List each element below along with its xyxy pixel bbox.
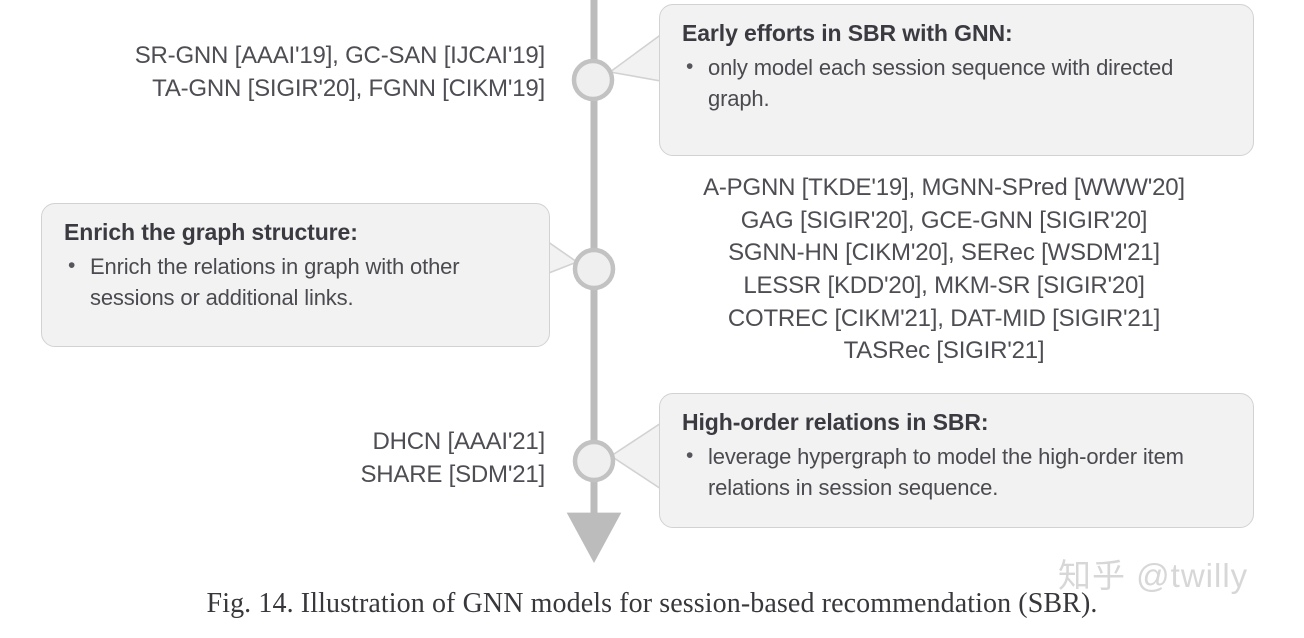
- callout-early-bullet-text: only model each session sequence with di…: [708, 54, 1174, 111]
- reference-line: GAG [SIGIR'20], GCE-GNN [SIGIR'20]: [740, 206, 1148, 234]
- reference-line: SHARE [SDM'21]: [360, 460, 545, 488]
- timeline-node-early[interactable]: [571, 58, 615, 102]
- callout-early-title: Early efforts in SBR with GNN:: [682, 20, 1013, 46]
- reference-line: SR-GNN [AAAI'19], GC-SAN [IJCAI'19]: [134, 42, 545, 69]
- references-high-order: DHCN [AAAI'21] SHARE [SDM'21]: [208, 426, 545, 491]
- callout-high-bullet-text: leverage hypergraph to model the high-or…: [708, 443, 1184, 500]
- reference-line: A-PGNN [TKDE'19], MGNN-SPred [WWW'20]: [703, 174, 1185, 201]
- timeline-node-high[interactable]: [572, 439, 616, 483]
- references-enrich-structure: A-PGNN [TKDE'19], MGNN-SPred [WWW'20] GA…: [655, 172, 1233, 368]
- figure-caption: Fig. 14. Illustration of GNN models for …: [206, 588, 1098, 619]
- reference-line: TASRec [SIGIR'21]: [843, 337, 1045, 365]
- reference-line: COTREC [CIKM'21], DAT-MID [SIGIR'21]: [727, 304, 1161, 332]
- callout-enrich-structure: Enrich the graph structure: • Enrich the…: [41, 203, 550, 347]
- reference-line: SGNN-HN [CIKM'20], SERec [WSDM'21]: [728, 239, 1160, 267]
- callout-high-order: High-order relations in SBR: • leverage …: [659, 393, 1254, 528]
- bullet-marker-icon: •: [68, 253, 76, 277]
- callout-high-title: High-order relations in SBR:: [682, 409, 989, 435]
- callout-enrich-bullet-text: Enrich the relations in graph with other…: [90, 253, 460, 310]
- reference-line: LESSR [KDD'20], MKM-SR [SIGIR'20]: [743, 271, 1145, 299]
- callout-enrich-title: Enrich the graph structure:: [64, 219, 358, 245]
- reference-line: DHCN [AAAI'21]: [372, 428, 545, 455]
- callout-early-bullet-row: • only model each session sequence with …: [682, 52, 1233, 114]
- bullet-marker-icon: •: [686, 54, 694, 78]
- callout-enrich-bullet-row: • Enrich the relations in graph with oth…: [64, 251, 529, 313]
- references-early-efforts: SR-GNN [AAAI'19], GC-SAN [IJCAI'19] TA-G…: [103, 40, 545, 105]
- bullet-marker-icon: •: [686, 443, 694, 467]
- callout-high-bullet-row: • leverage hypergraph to model the high-…: [682, 441, 1233, 503]
- callout-early-efforts: Early efforts in SBR with GNN: • only mo…: [659, 4, 1254, 156]
- timeline-node-enrich[interactable]: [572, 247, 616, 291]
- reference-line: TA-GNN [SIGIR'20], FGNN [CIKM'19]: [152, 74, 545, 102]
